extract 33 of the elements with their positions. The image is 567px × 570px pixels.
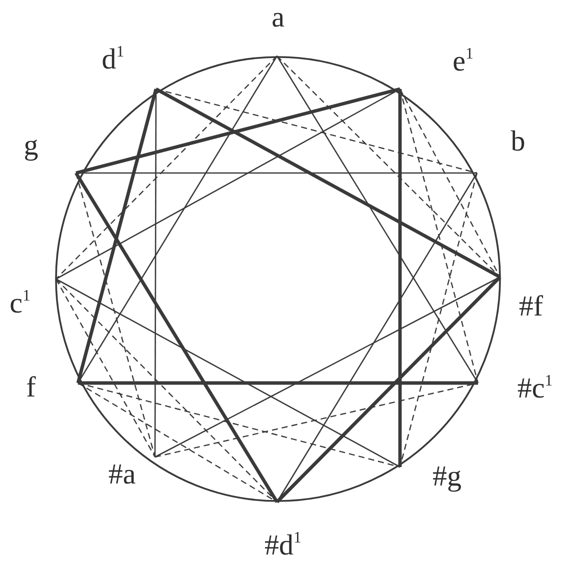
note-label: c$^{1}$ bbox=[8, 290, 32, 318]
dashed-chord-line bbox=[399, 88, 479, 384]
note-label: e$^{1}$ bbox=[452, 48, 474, 76]
dashed-chord-line bbox=[156, 88, 478, 174]
chord-line bbox=[56, 278, 400, 468]
dashed-chord-line bbox=[78, 382, 278, 503]
note-label: a bbox=[270, 4, 286, 32]
dashed-chord-line bbox=[56, 56, 278, 280]
thick-chord-line bbox=[76, 87, 400, 175]
chord-line bbox=[276, 56, 479, 384]
dashed-chord-line bbox=[78, 382, 400, 468]
note-label: f bbox=[25, 374, 37, 402]
dashed-chord-line bbox=[276, 56, 500, 278]
dashed-chord-line bbox=[154, 382, 478, 458]
thick-chord-line bbox=[398, 89, 402, 467]
dashed-chord-line bbox=[399, 88, 501, 278]
dashed-chord-line bbox=[56, 278, 278, 502]
note-label: #g bbox=[432, 462, 462, 492]
thick-chord-line bbox=[78, 381, 478, 385]
note-label: g bbox=[22, 132, 40, 160]
thick-chord-line bbox=[76, 88, 158, 384]
note-label: #c$^{1}$ bbox=[516, 374, 554, 404]
thick-chord-line bbox=[74, 172, 278, 503]
note-label: #d$^{1}$ bbox=[264, 532, 302, 560]
dashed-chord-line bbox=[75, 172, 156, 458]
note-label: b bbox=[510, 128, 526, 156]
note-label: d$^{1}$ bbox=[100, 46, 126, 74]
dashed-chord-line bbox=[399, 172, 478, 468]
dashed-chord-line bbox=[55, 278, 156, 458]
note-label: #a bbox=[107, 460, 137, 490]
thick-chord-line bbox=[276, 276, 502, 504]
thick-chord-line bbox=[155, 88, 501, 278]
note-label: #f bbox=[518, 292, 544, 322]
